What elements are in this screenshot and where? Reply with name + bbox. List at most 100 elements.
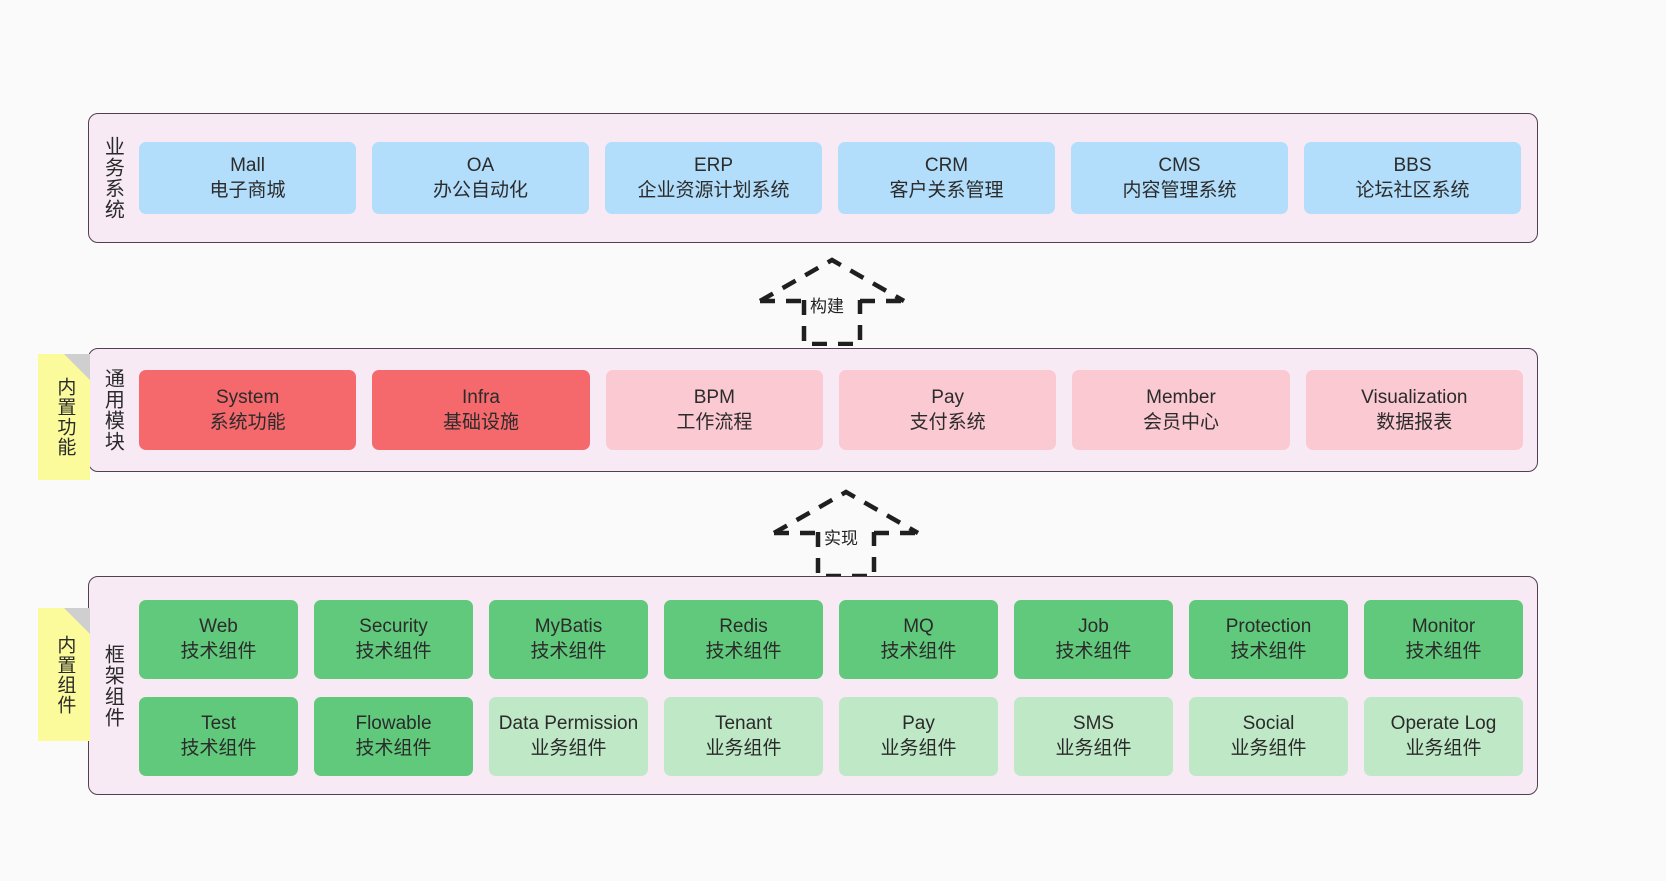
- node-label-en: OA: [466, 154, 495, 176]
- node-label-cn: 业务组件: [1055, 738, 1132, 759]
- node-sms[interactable]: SMS 业务组件: [1014, 696, 1173, 776]
- node-label-en: MyBatis: [534, 615, 603, 637]
- node-label-cn: 支付系统: [909, 412, 986, 433]
- connector-label-build: 构建: [810, 297, 844, 316]
- node-label-en: Security: [359, 615, 428, 637]
- node-label-en: Mall: [230, 154, 265, 176]
- node-label-en: Job: [1078, 615, 1109, 637]
- node-label-en: Pay: [931, 386, 965, 408]
- node-social[interactable]: Social 业务组件: [1189, 696, 1348, 776]
- connector-label-implement: 实现: [824, 529, 858, 548]
- node-label-en: Data Permission: [498, 712, 639, 734]
- node-label-en: Web: [199, 615, 238, 637]
- node-system[interactable]: System 系统功能: [139, 370, 357, 450]
- node-label-en: BBS: [1393, 154, 1432, 176]
- node-bpm[interactable]: BPM 工作流程: [605, 370, 823, 450]
- node-label-cn: 会员中心: [1142, 412, 1219, 433]
- node-tenant[interactable]: Tenant 业务组件: [664, 696, 823, 776]
- node-web[interactable]: Web 技术组件: [139, 599, 298, 679]
- node-security[interactable]: Security 技术组件: [314, 599, 473, 679]
- dashed-arrow-up-icon: [772, 489, 920, 578]
- node-protection[interactable]: Protection 技术组件: [1189, 599, 1348, 679]
- sticky-note-label: 内置组件: [54, 634, 76, 715]
- layer-row: System 系统功能 Infra 基础设施 BPM 工作流程 Pay 支付系统…: [139, 370, 1523, 450]
- sticky-note-builtin-component[interactable]: 内置组件: [38, 608, 90, 741]
- node-label-cn: 办公自动化: [432, 180, 528, 201]
- node-label-cn: 技术组件: [180, 641, 257, 662]
- node-flowable[interactable]: Flowable 技术组件: [314, 696, 473, 776]
- node-mybatis[interactable]: MyBatis 技术组件: [489, 599, 648, 679]
- node-label-cn: 工作流程: [676, 412, 753, 433]
- node-label-cn: 技术组件: [1055, 641, 1132, 662]
- node-label-en: Operate Log: [1390, 712, 1497, 734]
- node-label-en: ERP: [693, 154, 734, 176]
- node-label-en: MQ: [903, 615, 934, 637]
- node-test[interactable]: Test 技术组件: [139, 696, 298, 776]
- node-label-cn: 数据报表: [1376, 412, 1453, 433]
- node-label-en: Infra: [461, 386, 500, 408]
- layer-common-module[interactable]: 通用模块 System 系统功能 Infra 基础设施 BPM 工作流程 Pay…: [88, 348, 1538, 472]
- node-label-cn: 技术组件: [355, 641, 432, 662]
- sticky-note-label: 内置功能: [54, 377, 76, 457]
- node-data-permission[interactable]: Data Permission 业务组件: [489, 696, 648, 776]
- node-mq[interactable]: MQ 技术组件: [839, 599, 998, 679]
- node-label-cn: 电子商城: [209, 180, 286, 201]
- node-label-cn: 内容管理系统: [1122, 180, 1237, 201]
- node-label-cn: 技术组件: [180, 738, 257, 759]
- node-label-cn: 系统功能: [209, 412, 286, 433]
- node-job[interactable]: Job 技术组件: [1014, 599, 1173, 679]
- node-label-en: Test: [201, 712, 236, 734]
- node-mall[interactable]: Mall 电子商城: [139, 142, 356, 214]
- node-label-en: Visualization: [1361, 386, 1468, 408]
- node-label-cn: 业务组件: [705, 738, 782, 759]
- node-visualization[interactable]: Visualization 数据报表: [1305, 370, 1523, 450]
- node-monitor[interactable]: Monitor 技术组件: [1364, 599, 1523, 679]
- node-label-cn: 业务组件: [530, 738, 607, 759]
- node-pay-component[interactable]: Pay 业务组件: [839, 696, 998, 776]
- node-label-cn: 业务组件: [1405, 738, 1482, 759]
- node-label-cn: 技术组件: [880, 641, 957, 662]
- node-label-cn: 技术组件: [1405, 641, 1482, 662]
- node-infra[interactable]: Infra 基础设施: [372, 370, 590, 450]
- layer-business-system[interactable]: 业务系统 Mall 电子商城 OA 办公自动化 ERP 企业资源计划系统 CRM…: [88, 113, 1538, 243]
- connector-build: 构建: [752, 254, 912, 346]
- node-label-cn: 企业资源计划系统: [637, 180, 790, 201]
- layer-body-frame: Web 技术组件 Security 技术组件 MyBatis 技术组件 Redi…: [135, 577, 1537, 794]
- node-label-cn: 技术组件: [705, 641, 782, 662]
- node-label-en: System: [215, 386, 280, 408]
- connector-implement: 实现: [766, 486, 926, 578]
- folded-corner-icon: [64, 354, 90, 380]
- layer-body-business: Mall 电子商城 OA 办公自动化 ERP 企业资源计划系统 CRM 客户关系…: [135, 114, 1537, 242]
- node-label-en: SMS: [1072, 712, 1115, 734]
- node-label-en: Protection: [1225, 615, 1312, 637]
- node-pay[interactable]: Pay 支付系统: [838, 370, 1057, 450]
- node-label-en: CRM: [924, 154, 969, 176]
- node-label-en: CMS: [1158, 154, 1201, 176]
- node-label-en: Redis: [719, 615, 768, 637]
- folded-corner-icon: [64, 608, 90, 634]
- node-label-cn: 论坛社区系统: [1355, 180, 1470, 201]
- layer-title-common: 通用模块: [101, 368, 124, 452]
- layer-framework-components[interactable]: 框架组件 Web 技术组件 Security 技术组件 MyBatis 技术组件…: [88, 576, 1538, 795]
- node-label-en: Pay: [902, 712, 935, 734]
- layer-title-business: 业务系统: [101, 136, 124, 220]
- node-label-en: Flowable: [355, 712, 432, 734]
- layer-row: Web 技术组件 Security 技术组件 MyBatis 技术组件 Redi…: [139, 599, 1523, 679]
- dashed-arrow-up-icon: [758, 257, 906, 346]
- node-operate-log[interactable]: Operate Log 业务组件: [1364, 696, 1523, 776]
- layer-row: Mall 电子商城 OA 办公自动化 ERP 企业资源计划系统 CRM 客户关系…: [139, 142, 1521, 214]
- sticky-note-builtin-function[interactable]: 内置功能: [38, 354, 90, 480]
- node-cms[interactable]: CMS 内容管理系统: [1071, 142, 1288, 214]
- node-erp[interactable]: ERP 企业资源计划系统: [605, 142, 822, 214]
- node-bbs[interactable]: BBS 论坛社区系统: [1304, 142, 1521, 214]
- layer-title-frame: 框架组件: [101, 643, 124, 728]
- node-label-en: Monitor: [1411, 615, 1476, 637]
- node-label-cn: 业务组件: [1230, 738, 1307, 759]
- node-crm[interactable]: CRM 客户关系管理: [838, 142, 1055, 214]
- node-member[interactable]: Member 会员中心: [1072, 370, 1290, 450]
- node-oa[interactable]: OA 办公自动化: [372, 142, 589, 214]
- node-label-cn: 技术组件: [530, 641, 607, 662]
- node-redis[interactable]: Redis 技术组件: [664, 599, 823, 679]
- node-label-cn: 业务组件: [880, 738, 957, 759]
